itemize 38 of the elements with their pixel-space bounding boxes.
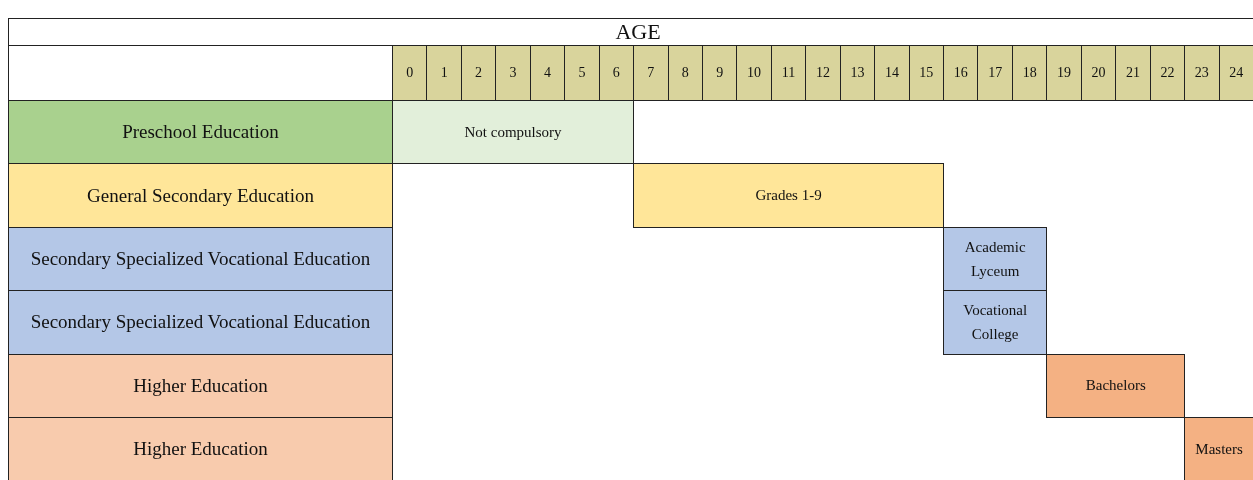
age-cell: 19 bbox=[1046, 45, 1082, 101]
age-cell: 22 bbox=[1149, 45, 1186, 101]
age-cell: 14 bbox=[874, 45, 910, 101]
row-header: Secondary Specialized Vocational Education bbox=[8, 226, 393, 292]
timeline-bar: Grades 1-9 bbox=[633, 163, 945, 228]
row-header: Higher Education bbox=[8, 353, 393, 418]
age-cell: 2 bbox=[460, 45, 497, 101]
timeline-bar: Vocational College bbox=[943, 290, 1048, 355]
age-cell: 4 bbox=[529, 45, 566, 101]
timeline-bar: Academic Lyceum bbox=[943, 226, 1048, 292]
timeline-bar: Not compulsory bbox=[392, 100, 635, 165]
age-cell: 5 bbox=[564, 45, 600, 101]
age-cell: 7 bbox=[633, 45, 669, 101]
age-cell: 16 bbox=[943, 45, 979, 101]
row-header: Preschool Education bbox=[8, 100, 393, 165]
age-cell: 11 bbox=[770, 45, 807, 101]
age-cell: 3 bbox=[495, 45, 531, 101]
age-cell: 12 bbox=[805, 45, 841, 101]
age-cell: 6 bbox=[598, 45, 635, 101]
row-header: General Secondary Education bbox=[8, 163, 393, 228]
age-cell: 17 bbox=[977, 45, 1013, 101]
age-cell: 13 bbox=[839, 45, 876, 101]
age-cell: 15 bbox=[908, 45, 945, 101]
age-cell: 10 bbox=[736, 45, 772, 101]
age-cell: 1 bbox=[426, 45, 462, 101]
timeline-bar: Bachelors bbox=[1046, 353, 1186, 418]
age-cell: 24 bbox=[1218, 45, 1253, 101]
row-header: Secondary Specialized Vocational Education bbox=[8, 290, 393, 355]
age-heading: AGE bbox=[8, 18, 1253, 46]
age-cell: 20 bbox=[1080, 45, 1117, 101]
age-cell: 9 bbox=[701, 45, 738, 101]
age-cell: 0 bbox=[392, 45, 428, 101]
age-cell: 21 bbox=[1115, 45, 1151, 101]
timeline-bar: Masters bbox=[1184, 417, 1253, 480]
row-header: Higher Education bbox=[8, 417, 393, 480]
age-cell: 23 bbox=[1184, 45, 1220, 101]
age-cell: 8 bbox=[667, 45, 703, 101]
age-cell: 18 bbox=[1011, 45, 1048, 101]
